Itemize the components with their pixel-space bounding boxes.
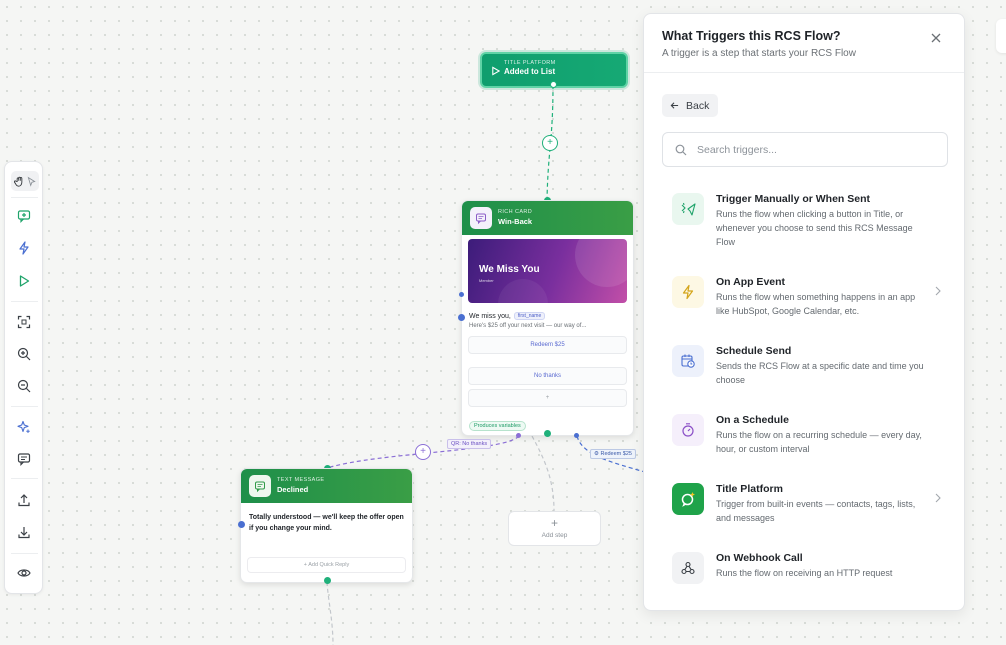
title-platform-logo-icon: [672, 483, 704, 515]
stopwatch-icon: [672, 414, 704, 446]
rich-card-line-handle[interactable]: [458, 314, 465, 321]
quick-reply-redeem[interactable]: Redeem $25: [468, 336, 627, 354]
text-card-title: Declined: [277, 485, 309, 494]
banner-subtext: Member: [479, 278, 494, 283]
trigger-node-title: Added to List: [504, 67, 556, 76]
add-step-button[interactable]: + Add step: [508, 511, 601, 546]
panel-title: What Triggers this RCS Flow?: [662, 29, 841, 43]
eye-icon[interactable]: [12, 562, 36, 584]
add-message-icon[interactable]: [12, 205, 36, 227]
pan-select-toggle[interactable]: [11, 171, 39, 191]
search-icon: [675, 144, 687, 155]
edge-label-no-thanks[interactable]: QR: No thanks: [447, 439, 492, 449]
trigger-selection-panel: What Triggers this RCS Flow? A trigger i…: [643, 13, 965, 611]
play-icon: [492, 66, 500, 76]
fit-view-icon[interactable]: [12, 311, 36, 333]
add-quick-reply-button[interactable]: +: [468, 389, 627, 407]
manual-send-icon: [672, 193, 704, 225]
trigger-option-title-platform[interactable]: Title Platform Trigger from built-in eve…: [672, 483, 942, 523]
rich-card-node-win-back[interactable]: RICH CARD Win-Back We Miss You Member We…: [461, 200, 634, 436]
comment-icon[interactable]: [12, 448, 36, 470]
produces-variables-badge: Produces variables: [469, 421, 526, 431]
insert-step-button[interactable]: +: [542, 135, 558, 151]
chevron-right-icon: [935, 286, 941, 296]
trigger-node-output-handle[interactable]: [550, 81, 557, 88]
add-quick-reply-button[interactable]: + Add Quick Reply: [247, 557, 406, 573]
sparkle-icon[interactable]: [12, 416, 36, 438]
zoom-out-icon[interactable]: [12, 375, 36, 397]
upload-icon[interactable]: [12, 489, 36, 511]
text-card-kicker: TEXT MESSAGE: [277, 477, 325, 483]
trigger-option-on-schedule[interactable]: On a Schedule Runs the flow on a recurri…: [672, 414, 942, 454]
close-icon[interactable]: [930, 32, 942, 44]
trigger-option-webhook[interactable]: On Webhook Call Runs the flow on receivi…: [672, 552, 942, 584]
text-card-header: TEXT MESSAGE Declined: [241, 469, 412, 503]
download-icon[interactable]: [12, 521, 36, 543]
panel-subtitle: A trigger is a step that starts your RCS…: [662, 48, 856, 59]
quick-reply-no-thanks[interactable]: No thanks: [468, 367, 627, 385]
edge-label-redeem[interactable]: ⚙ Redeem $25: [590, 449, 636, 459]
gear-icon: ⚙: [594, 451, 601, 457]
webhook-icon: [672, 552, 704, 584]
text-card-output-handle[interactable]: [324, 577, 331, 584]
rich-card-title: Win-Back: [498, 217, 533, 226]
panel-header: What Triggers this RCS Flow? A trigger i…: [644, 14, 964, 73]
redeem-output-handle[interactable]: [574, 433, 579, 438]
play-icon[interactable]: [12, 270, 36, 292]
back-button[interactable]: Back: [662, 94, 719, 117]
trigger-option-schedule-send[interactable]: Schedule Send Sends the RCS Flow at a sp…: [672, 345, 942, 385]
rich-card-left-handle[interactable]: [459, 292, 464, 297]
trigger-node-kicker: TITLE PLATFORM: [504, 60, 556, 66]
chevron-right-icon: [935, 493, 941, 503]
rich-card-header: RICH CARD Win-Back: [462, 201, 633, 235]
insert-step-button-no-thanks[interactable]: +: [415, 444, 431, 460]
rich-card-message-line: We miss you, first_name: [469, 312, 633, 320]
rich-card-output-handle[interactable]: [544, 430, 551, 437]
rich-card-kicker: RICH CARD: [498, 209, 533, 215]
text-message-icon: [249, 475, 271, 497]
top-right-control[interactable]: [996, 19, 1006, 53]
hand-icon[interactable]: [13, 176, 25, 187]
rich-card-banner-image: We Miss You Member: [468, 239, 627, 303]
no-thanks-output-handle[interactable]: [516, 433, 521, 438]
edge-text-out: [326, 581, 334, 645]
canvas-toolbar: [4, 161, 43, 594]
trigger-option-manual[interactable]: Trigger Manually or When Sent Runs the f…: [672, 193, 942, 247]
rich-card-description: Here's $25 off your next visit — our way…: [469, 323, 587, 329]
lightning-icon: [672, 276, 704, 308]
trigger-option-app-event[interactable]: On App Event Runs the flow when somethin…: [672, 276, 942, 316]
lightning-icon[interactable]: [12, 237, 36, 259]
search-input[interactable]: [697, 143, 937, 156]
banner-heading: We Miss You: [479, 264, 540, 275]
text-message-node-declined[interactable]: TEXT MESSAGE Declined Totally understood…: [240, 468, 413, 583]
text-card-left-handle[interactable]: [238, 521, 245, 528]
variable-chip-first-name: first_name: [513, 312, 546, 320]
zoom-in-icon[interactable]: [12, 343, 36, 365]
arrow-left-icon: [670, 102, 679, 109]
rich-card-icon: [470, 207, 492, 229]
trigger-search-box[interactable]: [662, 132, 948, 167]
edge-to-add-step: [531, 435, 555, 512]
calendar-clock-icon: [672, 345, 704, 377]
pointer-icon[interactable]: [26, 176, 37, 187]
text-card-body: Totally understood — we'll keep the offe…: [249, 514, 404, 532]
